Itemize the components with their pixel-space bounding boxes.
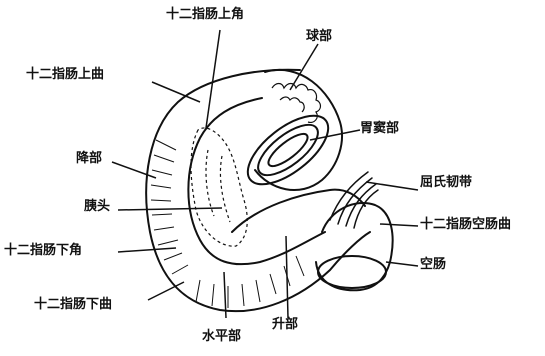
label-superior-flexure: 十二指肠上曲: [26, 68, 104, 82]
label-jejunum: 空肠: [420, 258, 446, 272]
leader-superior-angle: [206, 30, 220, 128]
label-inferior-flexure: 十二指肠下曲: [34, 298, 112, 312]
treitz-ligament: [330, 172, 378, 228]
label-ascending-part: 升部: [272, 318, 298, 332]
leader-ascending-part: [286, 236, 288, 318]
leader-inferior-angle: [118, 248, 176, 252]
label-treitz-ligament: 屈氏韧带: [420, 176, 472, 190]
antrum-outer-ring: [237, 103, 340, 197]
label-horizontal-part: 水平部: [202, 330, 241, 344]
label-pyloric-antrum: 胃窦部: [360, 122, 399, 136]
leader-jejunum: [386, 262, 418, 266]
label-pancreas-head: 胰头: [84, 200, 110, 214]
duodenum-inner-wall: [188, 98, 325, 264]
label-duodenojejunal-flexure: 十二指肠空肠曲: [420, 218, 511, 232]
leader-pancreas-head: [118, 208, 222, 210]
antrum-middle-ring: [250, 116, 325, 184]
leader-duodenojejunal-flexure: [380, 224, 418, 226]
label-inferior-angle: 十二指肠下角: [4, 244, 82, 258]
ascending-part-upper-wall: [232, 190, 365, 232]
label-descending-part: 降部: [76, 152, 102, 166]
label-bulb: 球部: [306, 30, 332, 44]
label-superior-angle: 十二指肠上角: [166, 8, 244, 22]
leader-lines: [112, 30, 418, 318]
jejunum-outline: [316, 203, 393, 290]
pancreas-head: [191, 128, 247, 246]
